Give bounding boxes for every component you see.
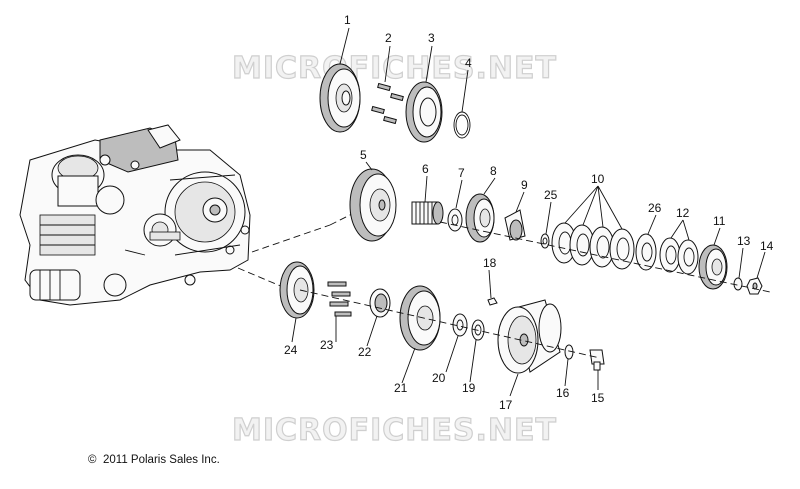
part-15-bolt (589, 349, 605, 371)
part-9-hub (504, 209, 526, 241)
callout-9: 9 (521, 178, 528, 192)
callout-21: 21 (394, 381, 408, 395)
part-10-clutch-plates (551, 222, 635, 270)
callout-1: 1 (344, 13, 351, 27)
copyright-text: 2011 Polaris Sales Inc. (103, 454, 220, 466)
part-6-hub (411, 201, 444, 225)
callout-23: 23 (320, 338, 334, 352)
clutch-center-line (439, 221, 771, 293)
part-12-plates (659, 237, 699, 275)
callout-20: 20 (432, 371, 446, 385)
part-14-nut (746, 277, 763, 295)
part-8-gear (465, 193, 495, 243)
lower-center-line (299, 289, 601, 359)
part-21-gear (399, 285, 441, 351)
callout-14: 14 (760, 239, 774, 253)
callout-17: 17 (499, 398, 513, 412)
part-13-washer (733, 277, 743, 291)
part-18-key (487, 297, 498, 306)
callout-15: 15 (591, 391, 605, 405)
part-3-gear (405, 81, 443, 143)
watermark-top: MICROFICHES.NET (232, 51, 557, 86)
part-24-gear (279, 261, 315, 319)
callout-2: 2 (385, 31, 392, 45)
callout-22: 22 (358, 345, 372, 359)
callout-12: 12 (676, 206, 690, 220)
part-25-washer (540, 233, 550, 249)
part-7-washer (447, 208, 463, 232)
part-5-gear (349, 168, 397, 242)
callout-13: 13 (737, 234, 751, 248)
part-17-drum (497, 299, 562, 374)
part-4-snap-ring (453, 111, 471, 139)
callout-16: 16 (556, 386, 570, 400)
engine-crankcase-illustration (19, 124, 251, 306)
part-1-gear (319, 63, 361, 133)
callout-8: 8 (490, 164, 497, 178)
callout-11: 11 (713, 214, 726, 228)
engine-center-line-upper (251, 224, 331, 253)
callout-5: 5 (360, 148, 367, 162)
callout-25: 25 (544, 188, 558, 202)
watermark-bottom: MICROFICHES.NET (232, 413, 557, 448)
part-26-plate (635, 233, 657, 271)
part-11-pressure-plate (698, 244, 728, 290)
leader-lines (291, 27, 766, 397)
callout-3: 3 (428, 31, 435, 45)
callout-7: 7 (458, 166, 465, 180)
part-23-bolts (327, 281, 352, 317)
callout-26: 26 (648, 201, 662, 215)
callout-24: 24 (284, 343, 298, 357)
callout-4: 4 (465, 56, 472, 70)
part-2-pins (371, 82, 404, 125)
part-22-bearing (369, 288, 391, 318)
callout-6: 6 (422, 162, 429, 176)
callout-18: 18 (483, 256, 497, 270)
callout-19: 19 (462, 381, 476, 395)
copyright-symbol: © (88, 454, 97, 466)
callout-10: 10 (591, 172, 605, 186)
